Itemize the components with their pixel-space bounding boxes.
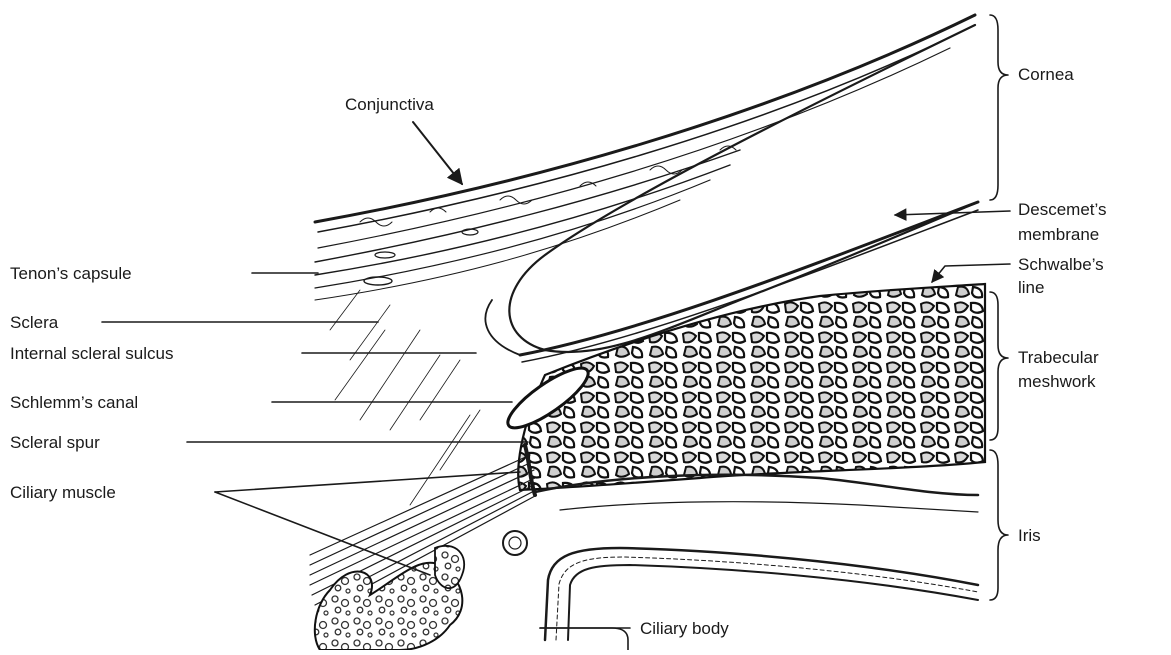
label-conjunctiva: Conjunctiva (345, 95, 434, 114)
trabecular-bracket (990, 292, 1008, 440)
label-descemet-line2: membrane (1018, 225, 1099, 244)
label-trabecular-line1: Trabecular (1018, 348, 1099, 367)
schwalbe-pointer (932, 264, 1010, 282)
label-iris: Iris (1018, 526, 1041, 545)
label-schlemm: Schlemm’s canal (10, 393, 138, 412)
cornea-bracket (990, 15, 1008, 200)
label-ciliary-body: Ciliary body (640, 619, 729, 638)
label-trabecular-line2: meshwork (1018, 372, 1096, 391)
label-descemet-line1: Descemet’s (1018, 200, 1107, 219)
label-ciliary-muscle: Ciliary muscle (10, 483, 116, 502)
iris-bracket (990, 450, 1008, 600)
conjunctiva-surface (315, 15, 975, 222)
trabecular-meshwork (518, 284, 985, 490)
label-schwalbe-line1: Schwalbe’s (1018, 255, 1104, 274)
label-tenon: Tenon’s capsule (10, 264, 132, 283)
label-scleral-spur: Scleral spur (10, 433, 100, 452)
conjunctiva-pointer (413, 122, 462, 184)
label-cornea: Cornea (1018, 65, 1074, 84)
label-schwalbe-line2: line (1018, 278, 1044, 297)
label-internal-sulcus: Internal scleral sulcus (10, 344, 173, 363)
label-sclera: Sclera (10, 313, 59, 332)
